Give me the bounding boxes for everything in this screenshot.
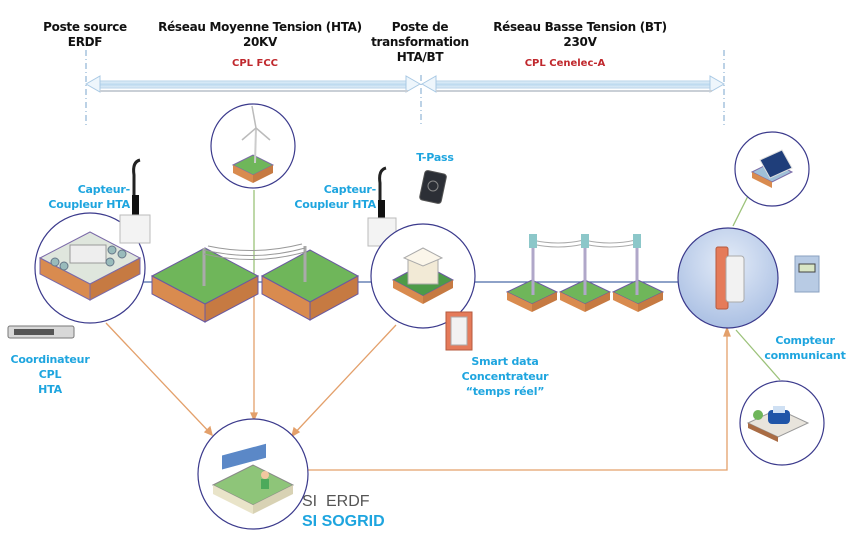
link-meter-to-ev — [735, 329, 781, 381]
label-line: Coordinateur CPL — [10, 353, 90, 381]
label-compteur: Compteur communicant — [760, 333, 850, 363]
bt-pole-tiles — [505, 234, 665, 312]
label-line: Concentrateur — [461, 370, 549, 383]
header-poste-transformation: Poste de transformation HTA/BT — [370, 20, 470, 65]
arrow-hta — [84, 75, 422, 93]
protocol-bt: CPL Cenelec-A — [524, 58, 606, 69]
label-line: Smart data — [471, 355, 539, 368]
label-line: HTA — [38, 383, 62, 396]
hta-pylon-tiles — [150, 243, 360, 323]
link-source-to-si — [105, 322, 213, 436]
label-si-erdf: SI ERDF — [302, 493, 370, 510]
label-line: Capteur- — [323, 183, 377, 196]
protocol-hta: CPL FCC — [231, 58, 279, 69]
header-reseau-hta: Réseau Moyenne Tension (HTA) 20KV — [150, 20, 370, 50]
header-line: HTA/BT — [396, 50, 444, 64]
label-coordinateur: Coordinateur CPL HTA — [0, 352, 100, 397]
header-line: 20KV — [242, 35, 278, 49]
ev-charging-node — [739, 380, 825, 466]
header-line: transformation — [371, 35, 469, 49]
green-links — [253, 190, 781, 381]
wind-turbine-node — [210, 103, 296, 189]
label-line: Coupleur HTA — [48, 198, 130, 211]
tpass-device — [419, 170, 447, 204]
link-si-to-meter — [305, 330, 728, 471]
header-line: Réseau Moyenne Tension (HTA) — [158, 20, 362, 34]
header-line: Poste source — [43, 20, 127, 34]
header-line: Poste de — [391, 20, 449, 34]
orange-links — [105, 288, 731, 471]
label-si-sogrid: SI SOGRID — [302, 513, 385, 530]
segment-separators — [85, 50, 725, 125]
poste-transformation-node — [370, 223, 476, 329]
header-line: 230V — [563, 35, 597, 49]
label-capteur-mid: Capteur- Coupleur HTA — [280, 182, 376, 212]
compteur-node — [677, 227, 779, 329]
link-transfo-to-si — [291, 324, 397, 437]
header-reseau-bt: Réseau Basse Tension (BT) 230V — [490, 20, 670, 50]
label-smart-data: Smart data Concentrateur “temps réel” — [450, 354, 560, 399]
header-line: ERDF — [67, 35, 103, 49]
header-line: Réseau Basse Tension (BT) — [493, 20, 667, 34]
link-solar-to-meter — [732, 195, 749, 227]
label-tpass: T-Pass — [416, 151, 454, 164]
solar-node — [734, 131, 810, 207]
arrow-bt — [420, 75, 726, 93]
label-line: Capteur- — [77, 183, 131, 196]
label-line: Coupleur HTA — [294, 198, 376, 211]
smart-data-device — [445, 311, 473, 351]
label-line: communicant — [764, 349, 846, 362]
header-poste-source: Poste source ERDF — [30, 20, 140, 50]
capteur-left-device — [119, 158, 151, 244]
coordinateur-server — [7, 325, 75, 339]
poste-source-node — [34, 212, 146, 324]
label-line: “temps réel” — [465, 385, 545, 398]
label-line: Compteur — [775, 334, 835, 347]
display-device — [794, 255, 820, 293]
si-node — [197, 418, 309, 530]
label-capteur-left: Capteur- Coupleur HTA — [30, 182, 130, 212]
